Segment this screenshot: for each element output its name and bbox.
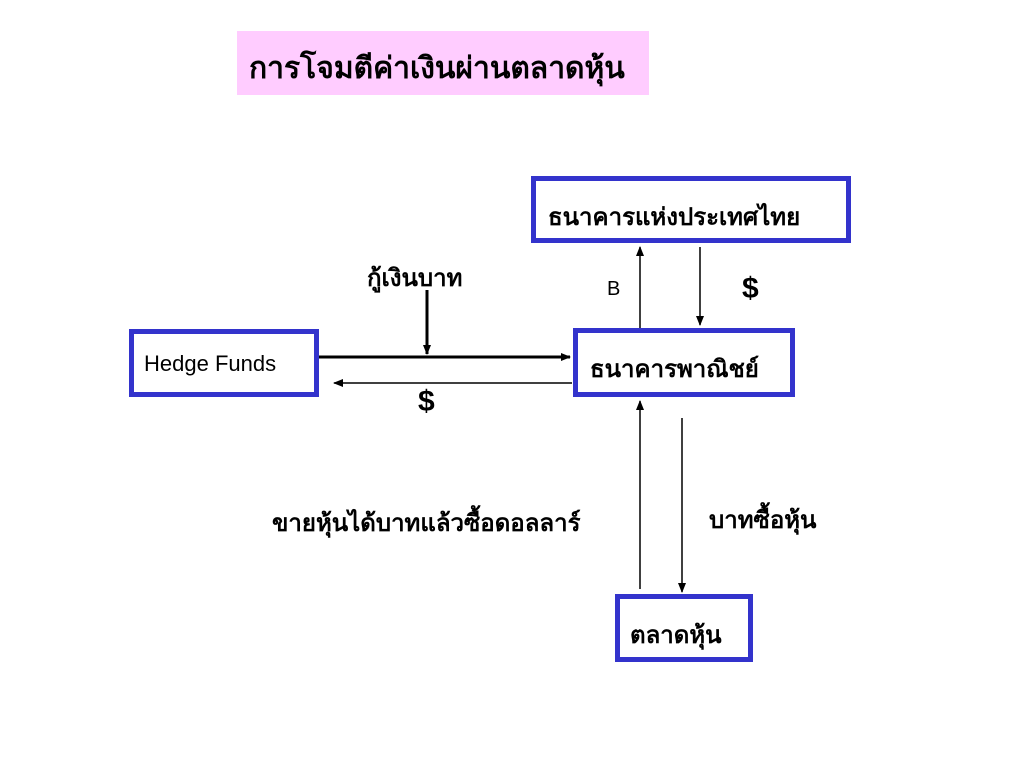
label-dollar-hedge: $ (418, 385, 435, 418)
label-baht-buy-stocks: บาทซื้อหุ้น (709, 505, 817, 534)
node-hedge-funds-label: Hedge Funds (144, 351, 277, 376)
node-stock-market-label: ตลาดหุ้น (630, 620, 722, 649)
node-hedge-funds: Hedge Funds (129, 329, 319, 397)
label-sell-stocks: ขายหุ้นได้บาทแล้วซื้อดอลลาร์ (272, 508, 581, 537)
label-dollar-central: $ (742, 272, 759, 305)
node-commercial-bank: ธนาคารพาณิชย์ (573, 328, 795, 397)
node-stock-market: ตลาดหุ้น (615, 594, 753, 662)
diagram-title: การโจมตีค่าเงินผ่านตลาดหุ้น (249, 51, 625, 86)
node-central-bank: ธนาคารแห่งประเทศไทย (531, 176, 851, 243)
node-central-bank-label: ธนาคารแห่งประเทศไทย (548, 202, 801, 231)
label-borrow-baht: กู้เงินบาท (367, 263, 463, 292)
title-banner: การโจมตีค่าเงินผ่านตลาดหุ้น (237, 31, 649, 95)
node-commercial-bank-label: ธนาคารพาณิชย์ (590, 354, 759, 383)
label-baht-symbol: B (607, 278, 621, 300)
